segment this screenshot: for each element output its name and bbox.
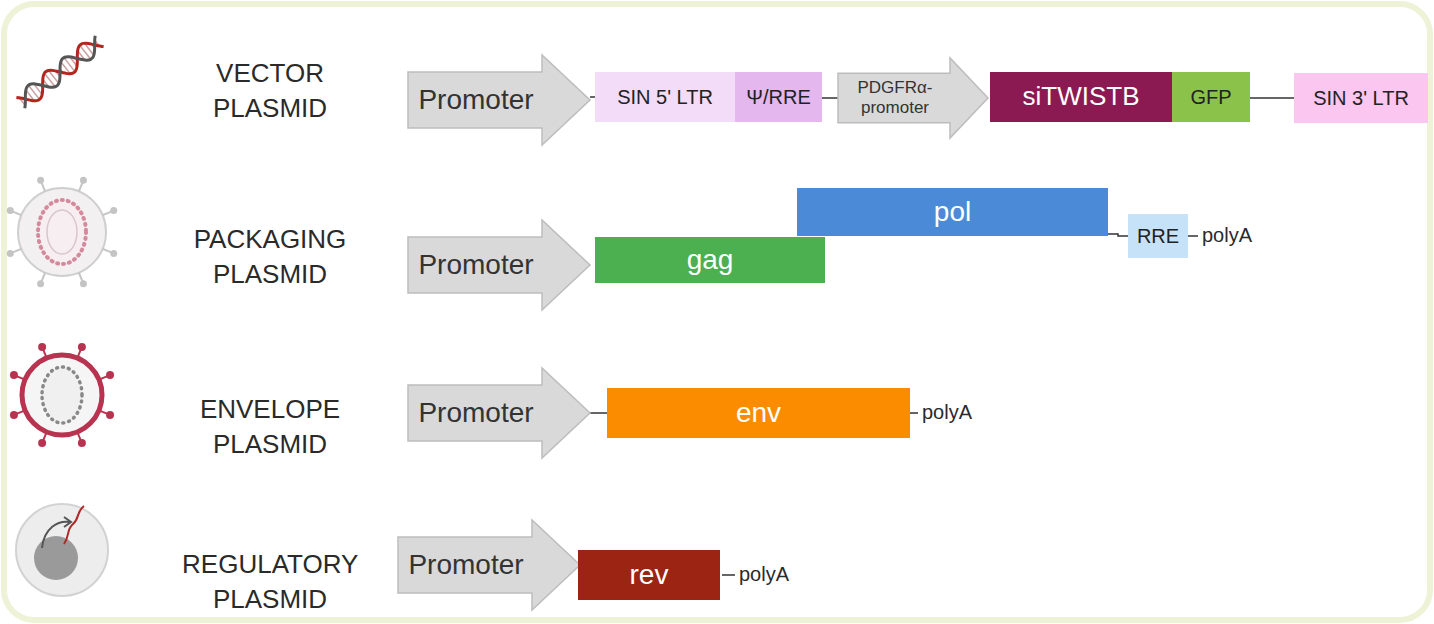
node-label: PDGFRα- promoter <box>849 78 941 117</box>
promoter-arrow: PDGFRα- promoter <box>838 58 988 138</box>
promoter-arrow: Promoter <box>408 368 590 458</box>
connector-line <box>1250 97 1294 99</box>
gene-box: Ψ/RRE <box>735 72 822 122</box>
node-label: SIN 5' LTR <box>617 86 713 109</box>
cell-icon <box>16 504 108 596</box>
promoter-arrow: Promoter <box>398 520 580 610</box>
gene-box: rev <box>578 550 720 600</box>
node-label: Ψ/RRE <box>746 86 811 109</box>
plasmid-label: PACKAGING PLASMID <box>194 222 347 291</box>
envelope-icon <box>10 343 114 447</box>
gene-box: gag <box>595 237 825 283</box>
polya-label: polyA <box>1202 224 1252 247</box>
gene-box: SIN 3' LTR <box>1294 73 1428 123</box>
node-label: gag <box>687 244 734 276</box>
gene-box: env <box>607 388 910 438</box>
promoter-arrow: Promoter <box>408 55 590 145</box>
promoter-arrow: Promoter <box>408 220 590 310</box>
polya-label: polyA <box>739 563 789 586</box>
leader-line <box>1188 235 1198 237</box>
dna-icon <box>16 36 103 108</box>
gene-box: GFP <box>1172 72 1250 122</box>
node-label: Promoter <box>418 249 533 281</box>
node-label: siTWISTB <box>1023 82 1140 112</box>
connector-line <box>822 97 838 99</box>
plasmid-label: REGULATORY PLASMID <box>182 547 358 616</box>
node-label: rev <box>630 559 669 591</box>
gene-box: SIN 5' LTR <box>595 72 735 122</box>
node-label: pol <box>934 196 971 228</box>
node-label: SIN 3' LTR <box>1313 87 1409 110</box>
node-label: Promoter <box>408 549 523 581</box>
node-label: GFP <box>1190 86 1231 109</box>
connector-line <box>1108 234 1128 236</box>
gene-box: RRE <box>1128 214 1188 258</box>
node-label: Promoter <box>418 397 533 429</box>
leader-line <box>910 412 918 414</box>
plasmid-label: VECTOR PLASMID <box>213 56 327 125</box>
plasmid-label: ENVELOPE PLASMID <box>200 392 340 461</box>
frame <box>4 4 1430 620</box>
leader-line <box>722 574 735 576</box>
node-label: env <box>736 397 781 429</box>
gene-box: pol <box>797 188 1108 236</box>
connector-line <box>590 412 607 414</box>
virus-icon <box>7 177 117 287</box>
polya-label: polyA <box>922 401 972 424</box>
node-label: Promoter <box>418 84 533 116</box>
gene-box: siTWISTB <box>990 72 1172 122</box>
node-label: RRE <box>1137 225 1179 248</box>
